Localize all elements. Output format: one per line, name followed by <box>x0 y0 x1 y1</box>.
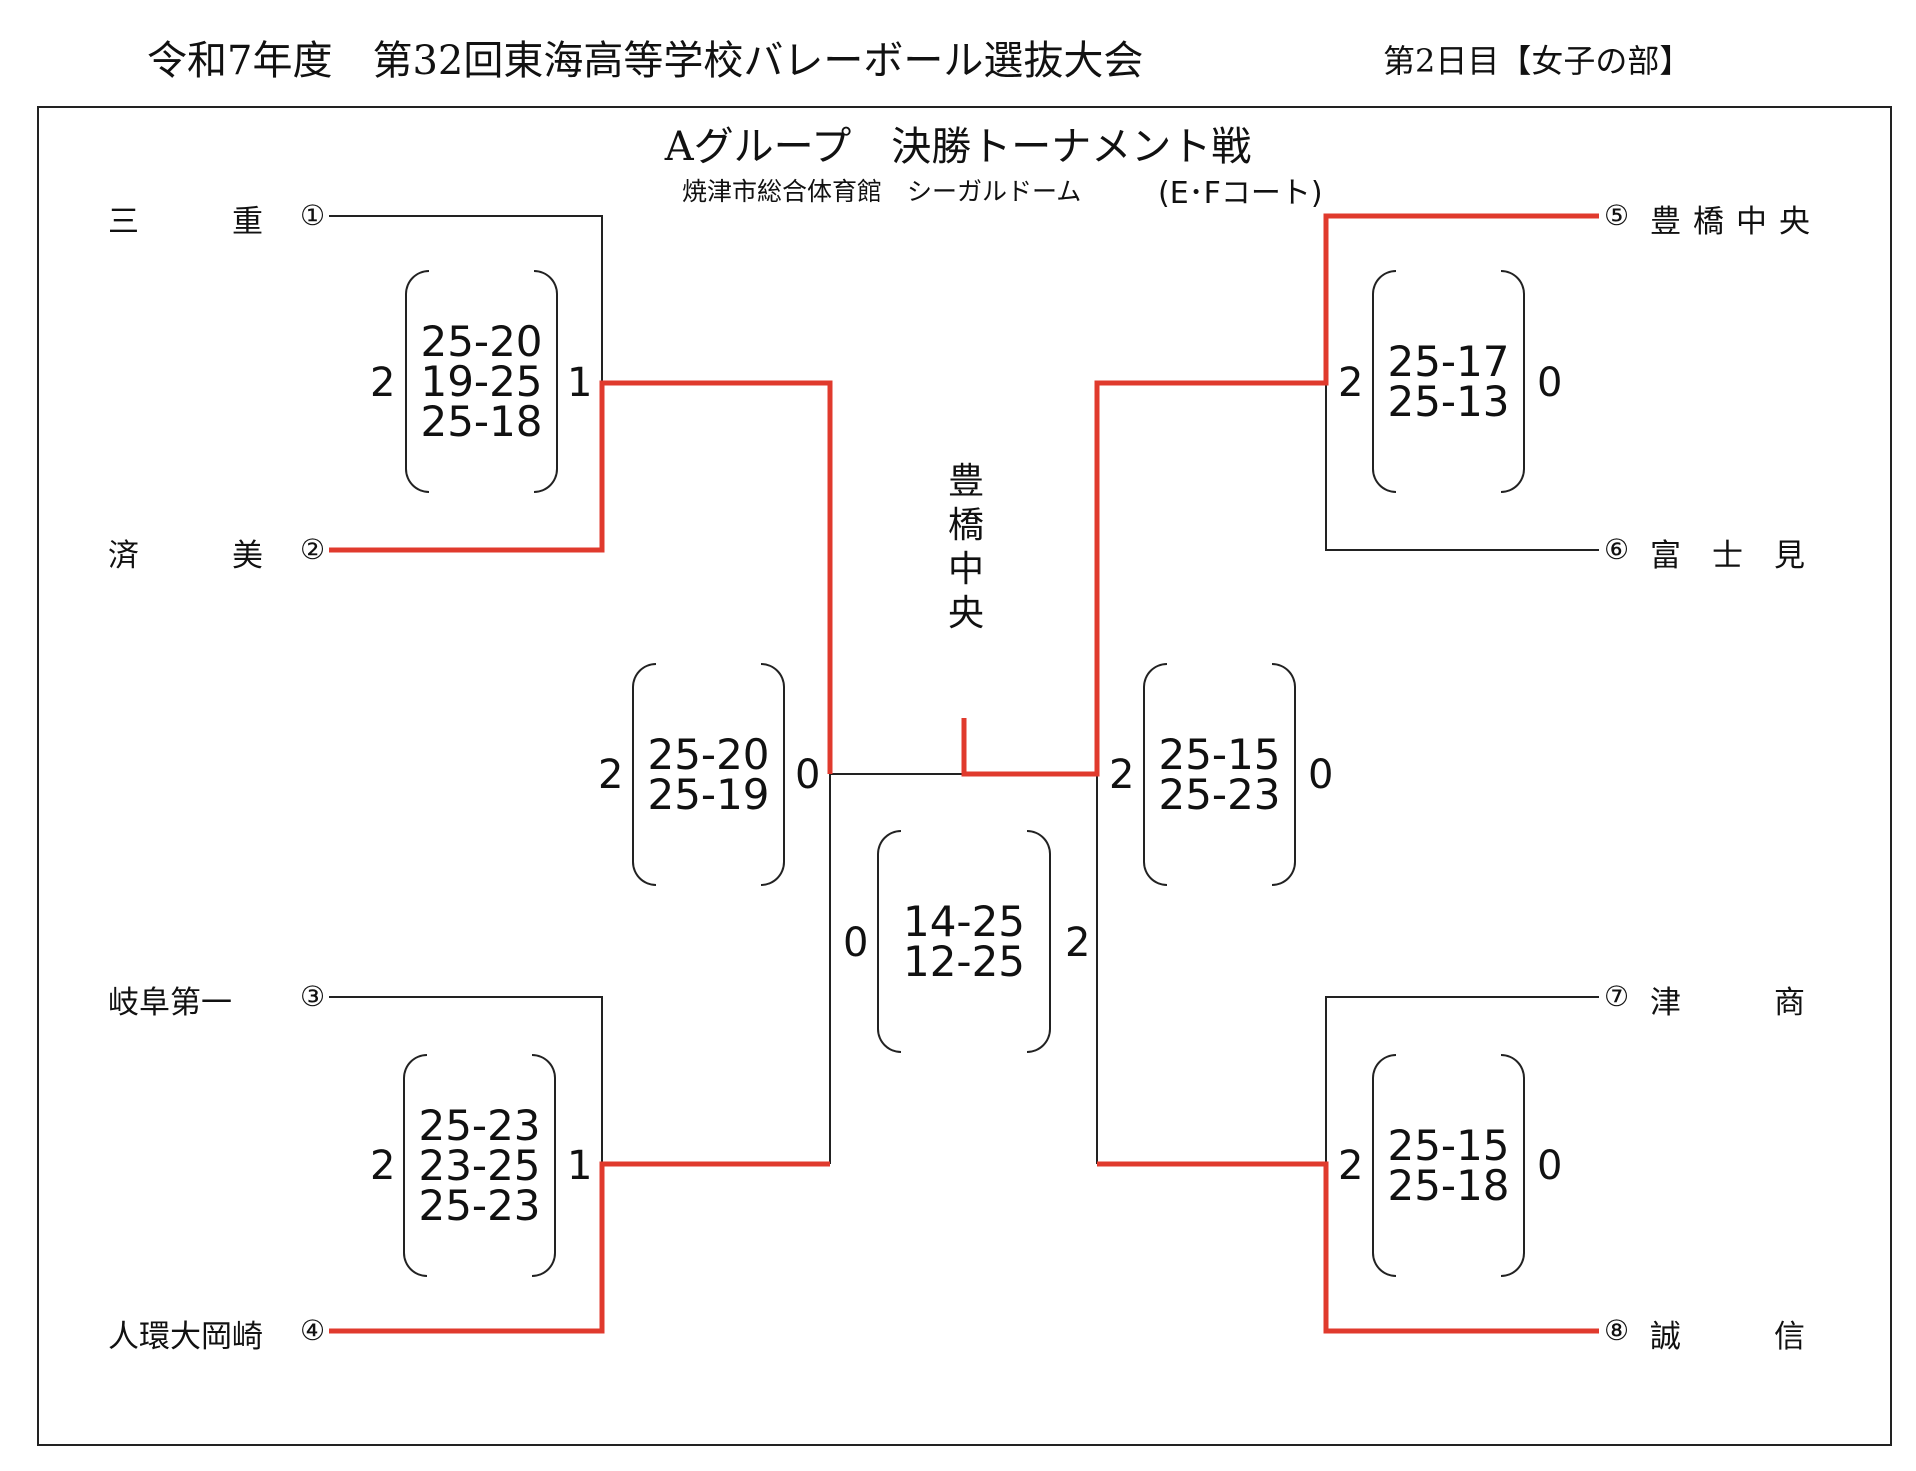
line-team-6 <box>1325 383 1599 551</box>
set-score: 25-18 <box>1387 1160 1510 1210</box>
team-1: 三 重 <box>108 196 263 241</box>
seed-4: ④ <box>300 1314 326 1347</box>
match-4-right-sets: 0 <box>1537 1143 1563 1189</box>
team-4: 人環大岡崎 <box>108 1311 263 1356</box>
match-1-right-sets: 1 <box>567 360 593 406</box>
seed-6: ⑥ <box>1604 533 1630 566</box>
set-score: 14-25 <box>902 896 1026 946</box>
set-score: 25-17 <box>1387 336 1510 386</box>
seed-1: ① <box>300 199 326 232</box>
set-score: 25-23 <box>1158 769 1281 819</box>
final-right-sets: 2 <box>1065 920 1091 966</box>
final-left-sets: 0 <box>843 920 869 966</box>
line-team-1 <box>329 215 603 383</box>
team-name: 人環大岡崎 <box>108 1319 263 1355</box>
set-score: 25-23 <box>418 1180 541 1230</box>
set-score: 25-19 <box>647 769 770 819</box>
team-name: 豊橋中央 <box>1650 204 1822 240</box>
semifinal-2-left-sets: 2 <box>1109 752 1135 798</box>
semifinal-1-left-sets: 2 <box>598 752 624 798</box>
team-5: 豊橋中央 <box>1650 196 1822 241</box>
set-score: 25-15 <box>1387 1120 1510 1170</box>
team-3: 岐阜第一 <box>108 977 232 1022</box>
team-name: 三 重 <box>108 204 263 240</box>
team-name: 津 商 <box>1650 985 1805 1021</box>
set-score: 25-20 <box>647 729 770 779</box>
team-8: 誠 信 <box>1650 1311 1805 1356</box>
team-name: 誠 信 <box>1650 1319 1805 1355</box>
team-name: 済 美 <box>108 538 263 574</box>
set-score: 25-13 <box>1387 376 1510 426</box>
seed-7: ⑦ <box>1604 980 1630 1013</box>
winner-line-team-5 <box>961 213 1599 777</box>
seed-3: ③ <box>300 980 326 1013</box>
set-score: 25-18 <box>420 396 543 446</box>
set-score: 25-15 <box>1158 729 1281 779</box>
match-3-left-sets: 2 <box>1338 360 1364 406</box>
semifinal-2-right-sets: 0 <box>1308 752 1334 798</box>
match-2-right-sets: 1 <box>567 1143 593 1189</box>
team-7: 津 商 <box>1650 977 1805 1022</box>
seed-5: ⑤ <box>1604 199 1630 232</box>
court-label: (E･Fコート) <box>1158 176 1323 211</box>
line-team-7 <box>1325 996 1599 1164</box>
semifinal-1-right-sets: 0 <box>795 752 821 798</box>
team-2: 済 美 <box>108 530 263 575</box>
set-score: 12-25 <box>902 936 1026 986</box>
team-6: 富 士 見 <box>1650 530 1805 575</box>
set-score: 23-25 <box>418 1140 541 1190</box>
venue-label: 焼津市総合体育館 シーガルドーム <box>682 177 1082 206</box>
group-subtitle: Aグループ 決勝トーナメント戦 <box>664 124 1252 170</box>
set-score: 25-20 <box>420 316 543 366</box>
day-label: 第2日目【女子の部】 <box>1383 42 1692 80</box>
winner-line-team-2 <box>329 380 833 774</box>
winner-line-team-4 <box>329 1161 830 1334</box>
bracket-frame <box>37 106 1892 1446</box>
match-4-left-sets: 2 <box>1338 1143 1364 1189</box>
winner-line-team-8 <box>1097 1161 1599 1334</box>
champion-label: 豊橋中央 <box>947 461 984 634</box>
set-score: 19-25 <box>420 356 543 406</box>
line-team-3 <box>329 996 603 1164</box>
team-name: 富 士 見 <box>1650 538 1805 574</box>
seed-2: ② <box>300 533 326 566</box>
tournament-title: 令和7年度 第32回東海高等学校バレーボール選抜大会 <box>147 38 1144 84</box>
set-score: 25-23 <box>418 1100 541 1150</box>
team-name: 岐阜第一 <box>108 985 232 1021</box>
seed-8: ⑧ <box>1604 1314 1630 1347</box>
match-1-left-sets: 2 <box>370 360 396 406</box>
match-3-right-sets: 0 <box>1537 360 1563 406</box>
match-2-left-sets: 2 <box>370 1143 396 1189</box>
